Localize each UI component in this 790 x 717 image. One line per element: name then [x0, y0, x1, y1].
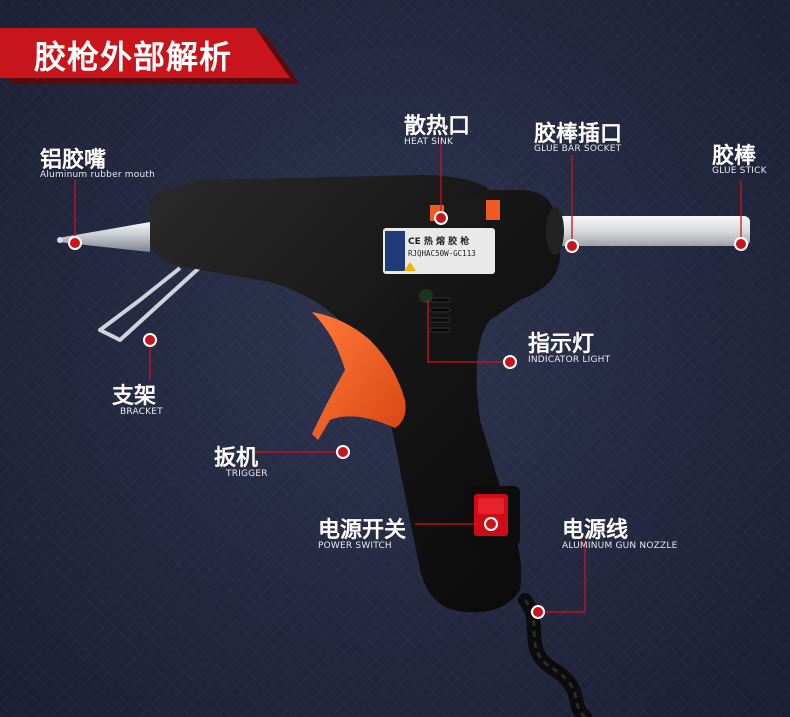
glue-socket [546, 207, 564, 255]
label-cord-cn: 电源线 [562, 518, 629, 543]
title-banner [0, 28, 290, 78]
label-socket-en: GLUE BAR SOCKET [534, 144, 622, 154]
label-indicator-en: INDICATOR LIGHT [528, 355, 611, 365]
callout-dots [68, 211, 748, 619]
label-stick-cn: 胶棒 [712, 144, 757, 169]
label-heatsink-en: HEAT SINK [404, 137, 454, 147]
label-nozzle-cn: 铝胶嘴 [40, 148, 107, 173]
label-heatsink-cn: 散热口 [404, 114, 471, 139]
label-nozzle-en: Aluminum rubber mouth [40, 170, 156, 180]
label-bracket-en: BRACKET [120, 407, 163, 417]
label-indicator-cn: 指示灯 [528, 332, 595, 357]
label-line1: CE 热 熔 胶 枪 [408, 235, 470, 247]
label-trigger-cn: 扳机 [214, 446, 259, 471]
page-title: 胶枪外部解析 [34, 38, 233, 76]
indicator-light [419, 289, 433, 303]
glue-gun-body [150, 175, 560, 613]
label-trigger-en: TRIGGER [226, 469, 268, 479]
label-stick-en: GLUE STICK [712, 166, 767, 176]
glue-stick [540, 216, 750, 246]
label-bracket-cn: 支架 [112, 384, 157, 409]
label-model: RJQHAC50W-GC113 [408, 249, 476, 258]
label-switch-cn: 电源开关 [318, 518, 407, 543]
label-switch-en: POWER SWITCH [318, 541, 392, 551]
product-label [383, 228, 495, 274]
bracket-wire [98, 256, 212, 342]
label-cord-en: ALUMINUM GUN NOZZLE [562, 541, 678, 551]
label-socket-cn: 胶棒插口 [534, 122, 623, 147]
trigger [312, 312, 406, 440]
